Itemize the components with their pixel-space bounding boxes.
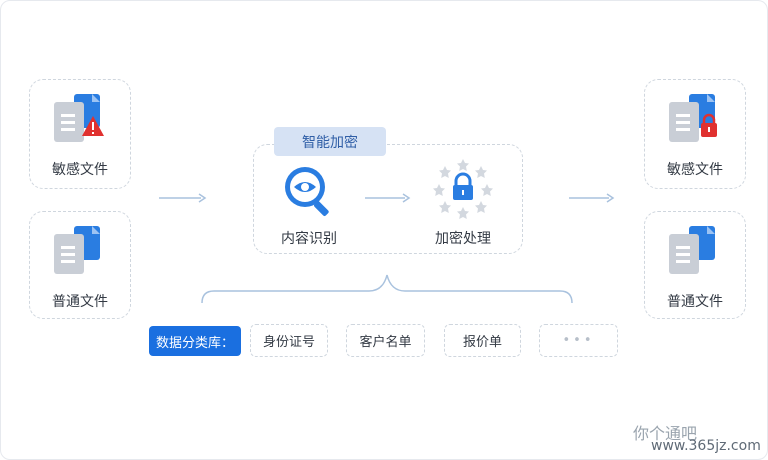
arrow-right-icon — [365, 193, 411, 203]
right-normal-card: 普通文件 — [644, 211, 746, 319]
library-title-badge: 数据分类库： — [149, 326, 241, 356]
smart-encryption-box — [253, 144, 523, 254]
library-more-items: ••• — [539, 324, 618, 357]
content-recognition-label: 内容识别 — [281, 231, 337, 247]
left-normal-card: 普通文件 — [29, 211, 131, 319]
left-normal-label: 普通文件 — [52, 294, 108, 310]
locked-document-icon — [669, 94, 717, 142]
right-sensitive-label: 敏感文件 — [667, 162, 723, 178]
library-item-quotation: 报价单 — [444, 324, 521, 357]
watermark-url: www.365jz.com — [651, 438, 761, 454]
smart-encryption-title: 智能加密 — [274, 127, 386, 156]
encryption-lock-icon — [433, 159, 493, 219]
arrow-right-icon — [159, 193, 207, 203]
left-sensitive-label: 敏感文件 — [52, 162, 108, 178]
watermark-title: 你个通吧 — [633, 424, 698, 443]
sensitive-document-icon — [54, 94, 104, 142]
right-normal-label: 普通文件 — [667, 294, 723, 310]
left-sensitive-card: 敏感文件 — [29, 79, 131, 189]
library-item-id-number: 身份证号 — [250, 324, 328, 357]
encryption-processing-label: 加密处理 — [435, 231, 491, 247]
right-sensitive-card: 敏感文件 — [644, 79, 746, 189]
content-recognition-icon — [285, 167, 329, 216]
normal-document-icon — [669, 226, 715, 274]
arrow-right-icon — [569, 193, 615, 203]
library-item-customer-list: 客户名单 — [346, 324, 425, 357]
brace-connector — [201, 274, 573, 304]
normal-document-icon — [54, 226, 100, 274]
